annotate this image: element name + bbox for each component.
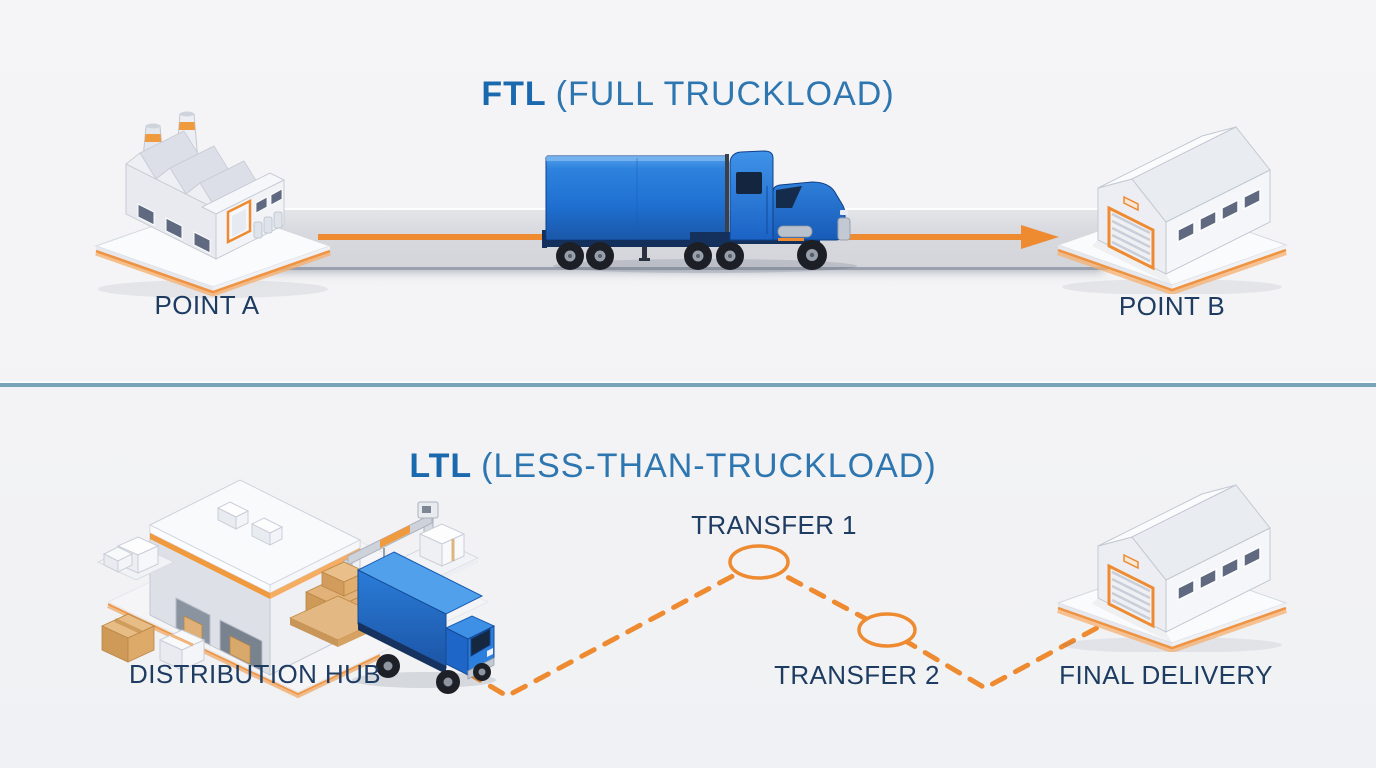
ltl-title-rest: (LESS-THAN-TRUCKLOAD) [481,446,937,485]
warehouse-final-delivery-icon [1052,470,1292,652]
ltl-dashed-route-icon [465,544,1111,699]
ftl-title-abbr: FTL [481,74,547,113]
transfer-1-label: TRANSFER 1 [691,510,857,540]
point-b-label: POINT B [1118,291,1226,321]
ftl-title-rest: (FULL TRUCKLOAD) [555,74,895,113]
final-delivery-label: FINAL DELIVERY [1059,660,1273,690]
section-divider [0,383,1376,387]
box-truck-icon [352,551,496,694]
ltl-title-abbr: LTL [409,446,473,485]
semi-truck-icon [542,150,857,273]
factory-icon [94,111,332,298]
transfer-2-node [857,612,917,648]
transfer-1-node [728,544,790,580]
ftl-title: FTL(FULL TRUCKLOAD) [0,75,1376,114]
ltl-title: LTL(LESS-THAN-TRUCKLOAD) [0,447,1361,486]
warehouse-point-b-icon [1052,112,1292,294]
point-a-label: POINT A [154,290,260,320]
distribution-hub-label: DISTRIBUTION HUB [129,659,381,689]
transfer-2-label: TRANSFER 2 [774,660,940,690]
